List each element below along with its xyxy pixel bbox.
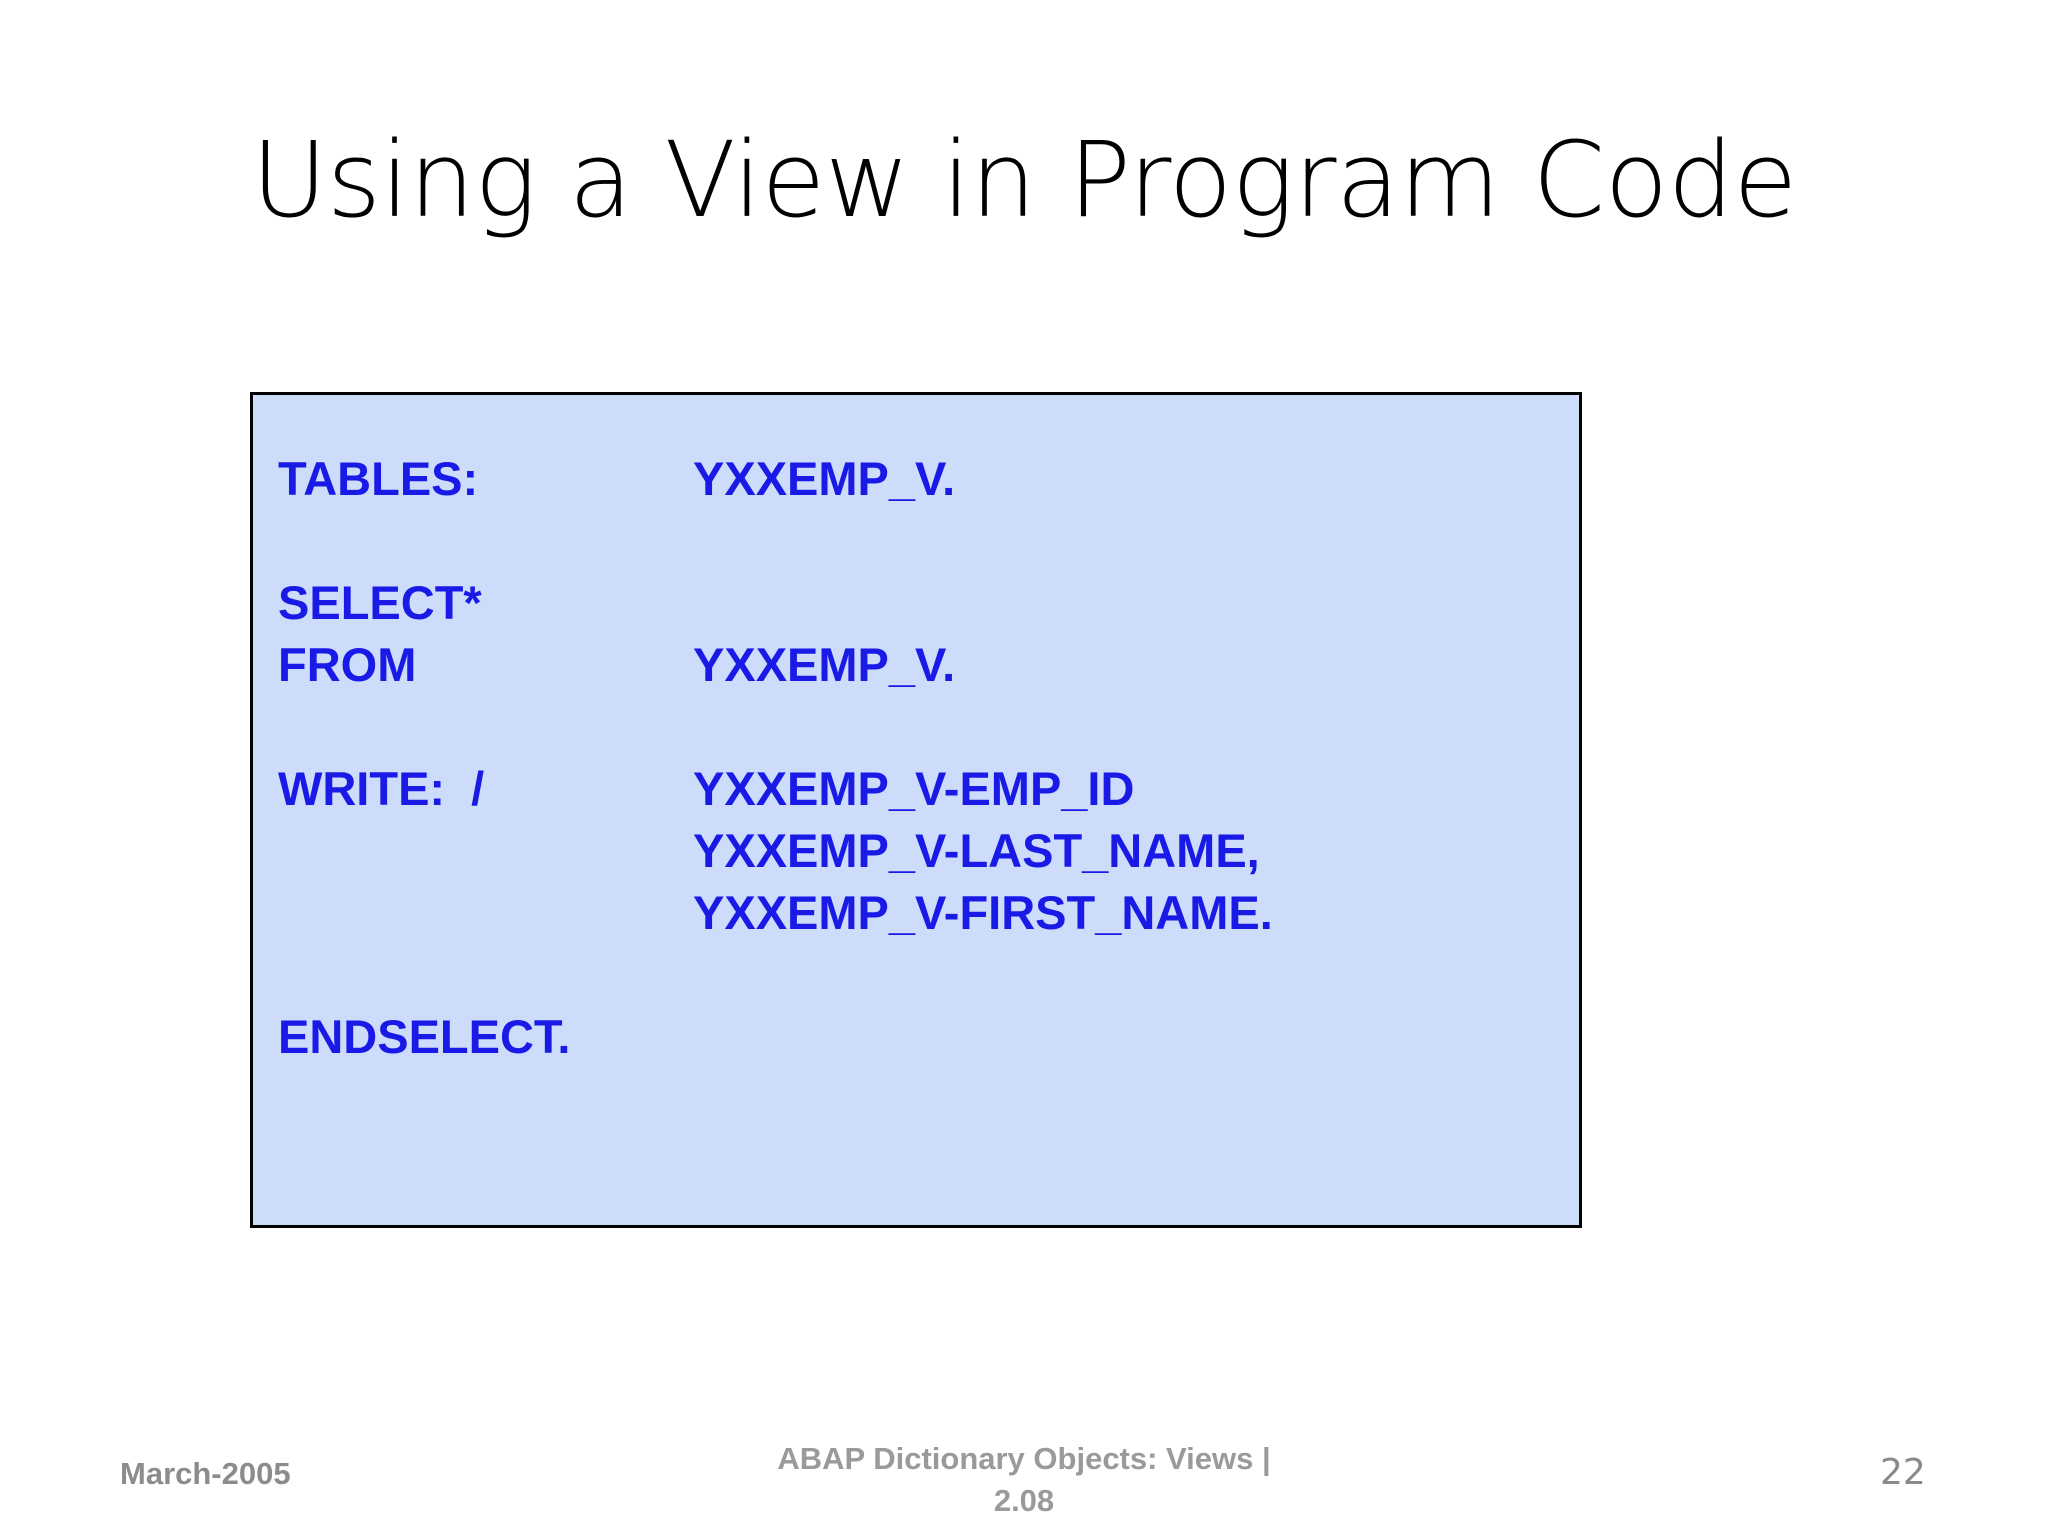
code-line: WRITE: / YXXEMP_V-EMP_ID [278, 761, 1558, 823]
code-value: YXXEMP_V. [693, 452, 956, 505]
footer-subject-line1: ABAP Dictionary Objects: Views | [777, 1441, 1271, 1476]
footer-date: March-2005 [120, 1456, 291, 1491]
code-keyword: WRITE: / [278, 762, 485, 815]
code-keyword: TABLES: [278, 452, 479, 505]
code-block: TABLES: YXXEMP_V. SELECT* FROM YXXEMP_V.… [253, 395, 1579, 1225]
page-title: Using a View in Program Code [251, 119, 1797, 241]
code-line: FROM YXXEMP_V. [278, 637, 1558, 699]
code-line: SELECT* [278, 575, 1558, 637]
code-keyword: ENDSELECT. [278, 1010, 571, 1063]
code-line: ENDSELECT. [278, 1009, 1558, 1071]
code-value: YXXEMP_V-LAST_NAME, [693, 824, 1260, 877]
footer-subject-line2: 2.08 [993, 1483, 1055, 1518]
code-line: YXXEMP_V-LAST_NAME, [278, 823, 1558, 885]
code-keyword: FROM [278, 638, 417, 691]
footer-subject: ABAP Dictionary Objects: Views | 2.08 [674, 1438, 1374, 1522]
code-line: YXXEMP_V-FIRST_NAME. [278, 885, 1558, 947]
code-panel: TABLES: YXXEMP_V. SELECT* FROM YXXEMP_V.… [250, 392, 1582, 1228]
page-number: 22 [1880, 1452, 1926, 1493]
code-keyword: SELECT* [278, 576, 482, 629]
code-value: YXXEMP_V. [693, 638, 956, 691]
code-value: YXXEMP_V-EMP_ID [693, 762, 1135, 815]
code-value: YXXEMP_V-FIRST_NAME. [693, 886, 1273, 939]
code-line: TABLES: YXXEMP_V. [278, 451, 1558, 513]
